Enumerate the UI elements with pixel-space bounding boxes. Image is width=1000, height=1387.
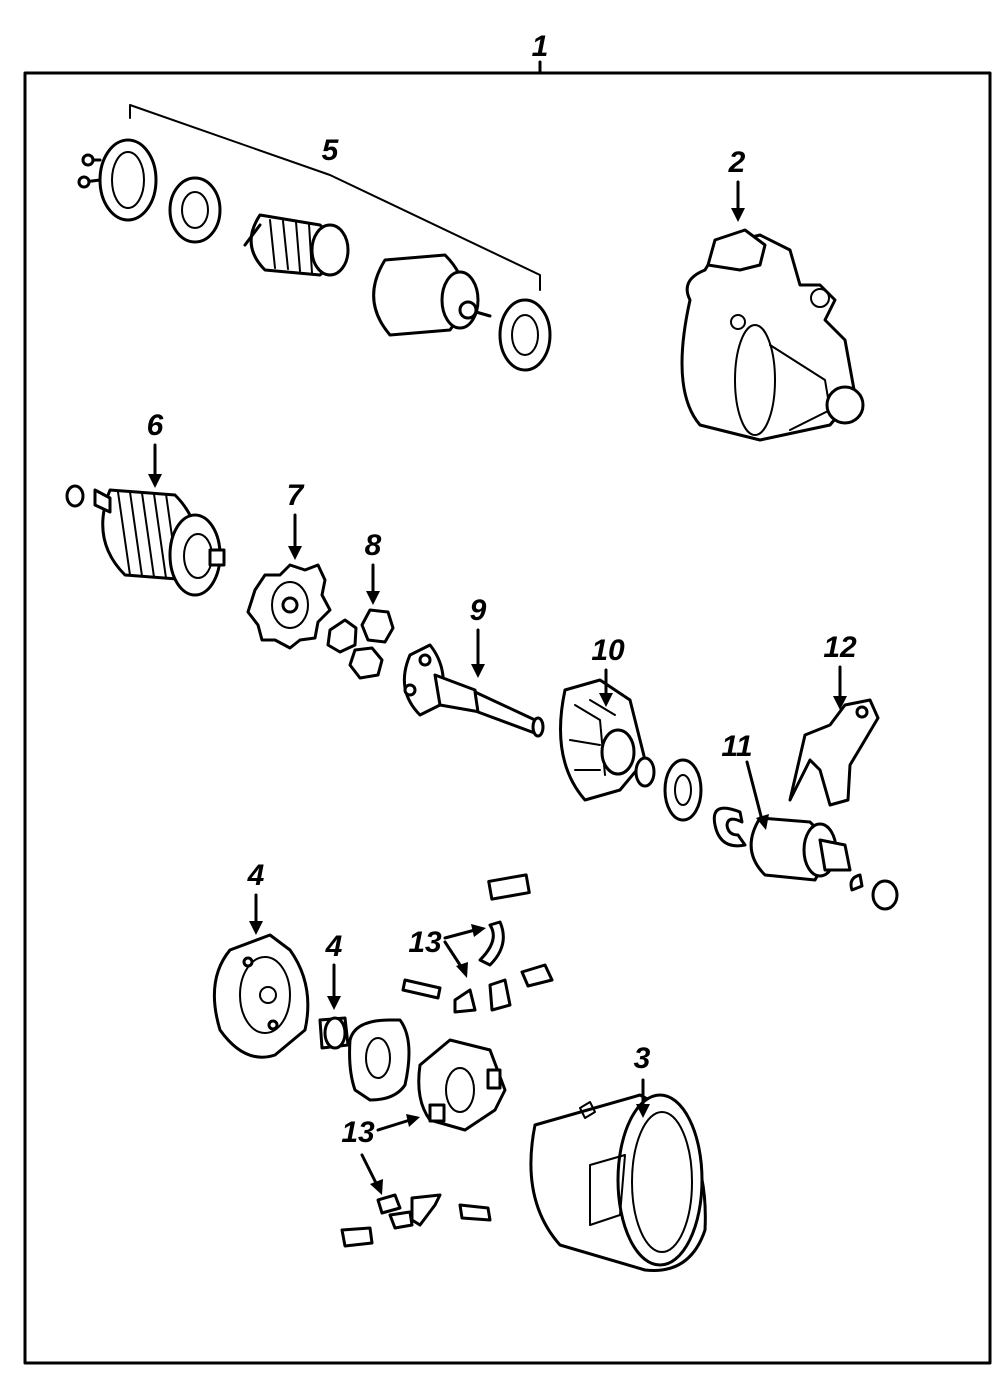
leader-arrows: [148, 180, 847, 1195]
callout-13-upper: 13: [408, 926, 442, 959]
callout-13-lower: 13: [341, 1116, 375, 1149]
part-9-pinion-shaft: [402, 643, 545, 738]
part-3-yoke: [529, 1093, 707, 1272]
part-5-solenoid-kit: [77, 104, 552, 372]
solenoid-gasket: [498, 298, 552, 372]
part-13-brush-holder: [417, 1038, 507, 1132]
callout-4-end-frame: 4: [247, 859, 265, 892]
assembly-frame: [23, 71, 992, 1365]
solenoid-body: [372, 253, 492, 337]
part-13-brush-springs: [401, 873, 554, 1014]
part-11-overrunning-clutch: [749, 816, 899, 911]
part-8-planetary-gears: [326, 608, 395, 680]
callout-2: 2: [728, 146, 746, 179]
callout-12: 12: [823, 631, 857, 664]
solenoid-end-cap: [77, 138, 158, 222]
part-6-armature: [65, 484, 226, 597]
callout-6: 6: [147, 409, 164, 442]
callout-7: 7: [287, 479, 305, 512]
callout-1: 1: [532, 30, 549, 63]
callout-3: 3: [634, 1042, 651, 1075]
solenoid-washer: [168, 176, 222, 244]
brush-plate-insulator: [348, 1018, 411, 1102]
part-7-internal-gear: [246, 563, 332, 650]
callout-5: 5: [322, 134, 340, 167]
part-2-starter-assembly: [680, 228, 865, 442]
part-4-end-frame: [212, 933, 310, 1059]
part-12-shift-lever: [788, 698, 880, 807]
part-4-bushing: [318, 1016, 350, 1050]
callout-4-bushing: 4: [325, 930, 343, 963]
callout-10: 10: [591, 634, 625, 667]
part-13-brushes: [340, 1193, 492, 1248]
callout-11: 11: [721, 730, 752, 763]
part-10-gear-housing: [559, 678, 747, 848]
callout-8: 8: [365, 529, 382, 562]
callout-9: 9: [470, 594, 487, 627]
solenoid-plunger-coil: [243, 213, 350, 277]
